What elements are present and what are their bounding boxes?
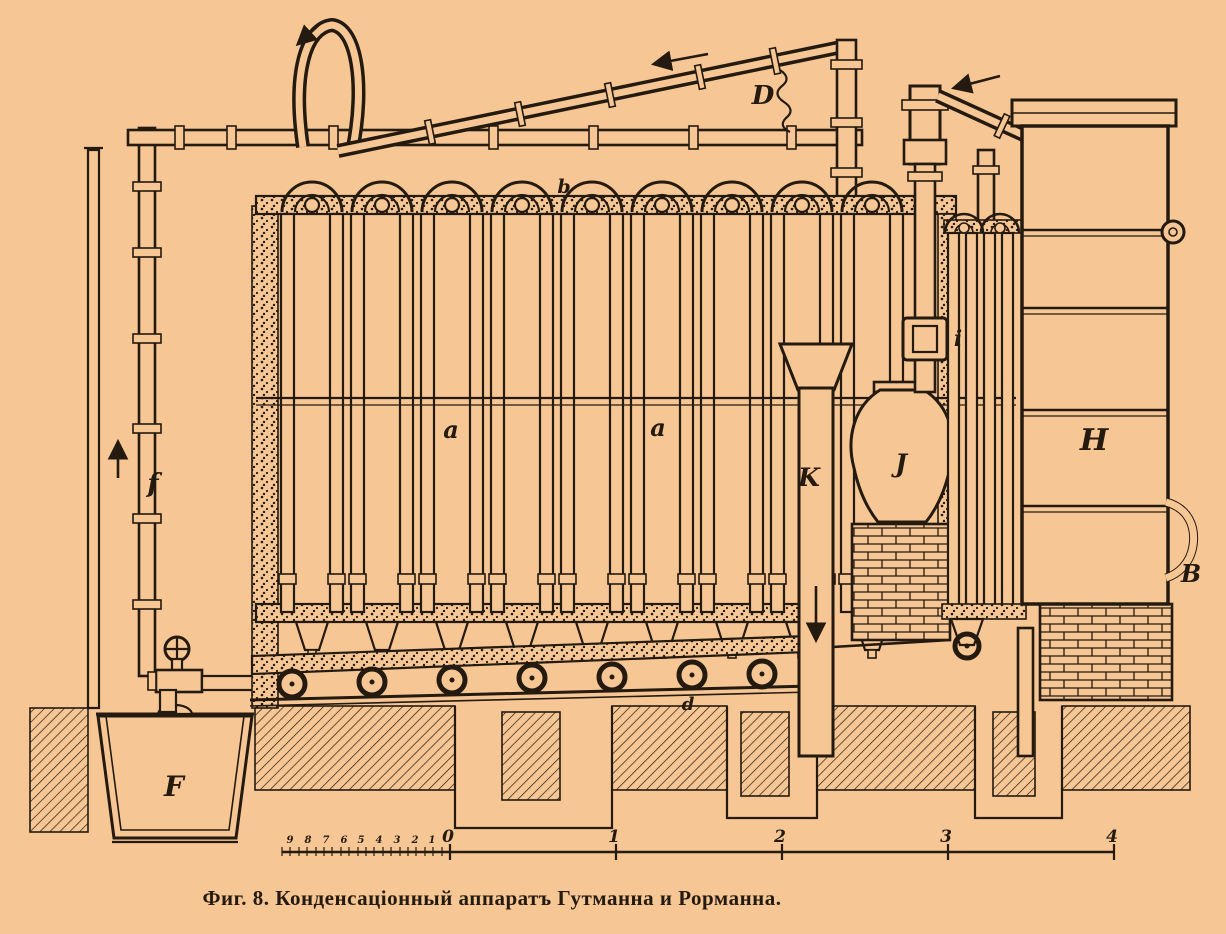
label-a-right: a [650,413,666,442]
scale-major-label: 4 [1106,827,1118,847]
scale-bar: 9 8 7 6 5 4 3 2 1 0 1 2 3 4 [281,827,1118,860]
scale-minor-label: 2 [411,835,419,846]
top-header-band [254,194,958,216]
scale-minor-label: 3 [394,835,401,846]
scale-minor-label: 1 [429,835,436,846]
label-J: J [891,449,909,478]
scale-minor-label: 7 [323,835,330,846]
drop-pipe-pit [1016,626,1035,758]
right-tube-section [941,212,1035,758]
label-f: f [145,469,162,499]
scale-minor-labels: 9 8 7 6 5 4 3 2 1 [287,835,436,846]
drain-valve [147,635,256,714]
scale-major-labels: 0 1 2 3 4 [442,827,1118,847]
label-K: K [797,463,821,492]
scale-minor-label: 9 [287,835,294,846]
label-b: b [557,176,570,198]
scale-minor-label: 8 [305,835,312,846]
flow-arrow-main [650,50,709,72]
scale-major-label: 0 [442,827,454,847]
flanged-fitting-i [901,316,949,362]
scale-minor-label: 5 [358,835,365,846]
label-F: F [163,770,186,803]
left-frame-standpipe [84,146,103,710]
ground-foundation [29,705,1191,833]
brick-pier-J [850,522,952,642]
scale-minor-label: 6 [341,835,348,846]
scale-major-label: 1 [608,827,620,847]
side-lug [1160,219,1186,245]
scrubber-tower-H [1010,98,1199,702]
brick-base-H [1038,602,1174,702]
part-labels: D f b a a d K J i H B F [145,81,1201,803]
right-pipe-assembly [901,73,1033,394]
label-D: D [751,81,775,111]
label-B: B [1180,559,1201,588]
wood-post-left [251,205,279,709]
flow-arrow-tower [950,73,1001,94]
label-d: d [682,694,695,715]
label-a-left: a [443,415,459,444]
seal-pots [276,658,778,700]
downcomer-duct-K [777,342,855,758]
label-H: H [1079,423,1110,458]
riser-pipe-f [107,126,162,678]
valve-spring-link [776,69,792,133]
scale-major-label: 3 [940,827,952,847]
label-i: i [954,326,962,352]
figure-caption: Фиг. 8. Конденсаціонный аппаратъ Гутманн… [202,886,781,910]
scale-major-label: 2 [773,827,786,847]
top-piping [126,17,864,212]
scale-minor-label: 4 [376,835,383,846]
flow-arrow-loop [295,21,323,47]
